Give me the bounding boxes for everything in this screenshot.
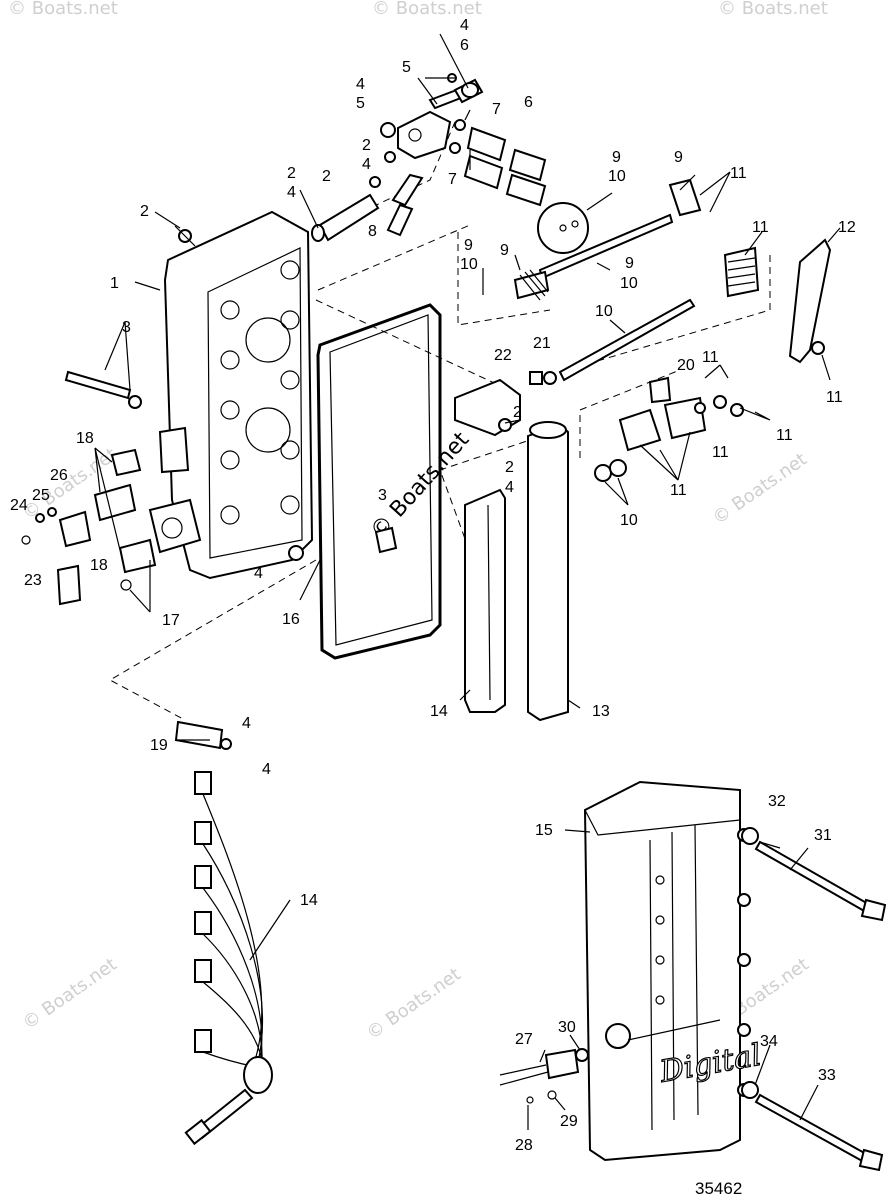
callout-label: 27 [515, 1031, 533, 1048]
callout-label: 11 [730, 165, 747, 182]
callout-label: 29 [560, 1113, 578, 1130]
callout-label: 3 [122, 319, 131, 336]
callout-label: 9 [500, 242, 509, 259]
watermark: © Boats.net [366, 427, 475, 544]
callout-label: 32 [768, 793, 786, 810]
callout-label: 2 [505, 459, 514, 476]
callout-label: 7 [492, 101, 501, 118]
callout-label: 9 [464, 237, 473, 254]
callout-label: 10 [595, 303, 613, 320]
callout-label: 15 [535, 822, 553, 839]
callout-label: 20 [677, 357, 695, 374]
callout-label: 10 [620, 512, 638, 529]
watermark: © Boats.net [363, 964, 465, 1044]
callout-label: 19 [150, 737, 168, 754]
fuel-injector [174, 720, 232, 750]
callout-label: 4 [460, 17, 469, 34]
callout-label: 22 [494, 347, 512, 364]
callout-label: 11 [712, 444, 729, 461]
callout-label: 9 [674, 149, 683, 166]
callout-label: 18 [76, 430, 94, 447]
callout-label: 14 [300, 892, 318, 909]
callout-label: 16 [282, 611, 300, 628]
throttle-shaft-assembly [513, 178, 832, 382]
callout-label: 21 [533, 335, 551, 352]
callout-label: 4 [262, 761, 271, 778]
cover: Digital [583, 780, 764, 1162]
washer [128, 395, 142, 409]
callout-label: 10 [620, 275, 638, 292]
callout-label: 23 [24, 572, 42, 589]
callout-label: 10 [460, 256, 478, 273]
callout-label: 11 [776, 427, 793, 444]
callout-label: 18 [90, 557, 108, 574]
callout-label: 2 [287, 165, 296, 182]
callout-label: 24 [10, 497, 28, 514]
callout-label: 2 [140, 203, 149, 220]
callout-label: 17 [162, 612, 180, 629]
o-ring [288, 545, 304, 561]
callout-label: 28 [515, 1137, 533, 1154]
callout-label: 4 [254, 565, 263, 582]
fuel-rail-body [148, 210, 314, 580]
callout-label: 11 [670, 482, 687, 499]
callout-label: 2 [362, 137, 371, 154]
callout-label: 33 [818, 1067, 836, 1084]
callout-label: 6 [524, 94, 533, 111]
callouts: 4 6 5 4 5 6 7 7 2 4 2 4 2 8 9 10 9 11 2 … [10, 17, 856, 1154]
sensor [499, 1048, 589, 1104]
callout-label: 31 [814, 827, 832, 844]
bolt [64, 370, 132, 400]
callout-label: 4 [356, 76, 365, 93]
solenoid-assembly [21, 448, 157, 606]
callout-label: 5 [402, 59, 411, 76]
gasket [316, 303, 442, 660]
callout-label: 9 [625, 255, 634, 272]
watermark: © Boats.net [718, 0, 828, 19]
cover-bolt [741, 827, 887, 922]
throttle-cam-parts [454, 371, 744, 482]
callout-label: 11 [826, 389, 843, 406]
callout-label: 7 [448, 171, 457, 188]
grommet [374, 526, 398, 554]
callout-label: 4 [242, 715, 251, 732]
watermark: © Boats.net [19, 954, 121, 1034]
watermark: © Boats.net [372, 0, 482, 19]
callout-label: 25 [32, 487, 50, 504]
callout-label: 11 [752, 219, 769, 236]
callout-label: 4 [505, 479, 514, 496]
wiring-harness [184, 771, 273, 1146]
callout-label: 8 [368, 223, 377, 240]
cover-bolt [741, 1081, 884, 1172]
callout-label: 6 [460, 37, 469, 54]
figure-number: 35462 [695, 1179, 742, 1198]
wiring-channel [464, 488, 506, 713]
callout-label: 9 [612, 149, 621, 166]
callout-label: 10 [608, 168, 626, 185]
pressure-regulator [369, 73, 484, 188]
callout-label: 4 [362, 156, 371, 173]
fitting [174, 193, 380, 247]
callout-label: 30 [558, 1019, 576, 1036]
hose [386, 203, 414, 237]
callout-label: 3 [378, 487, 387, 504]
callout-label: 1 [110, 275, 119, 292]
callout-label: 11 [702, 349, 719, 366]
fuel-cooler-tube [527, 421, 569, 722]
callout-label: 26 [50, 467, 68, 484]
callout-label: 4 [287, 184, 296, 201]
leader-lines [94, 33, 841, 1130]
hose [391, 173, 424, 207]
callout-label: 34 [760, 1033, 778, 1050]
callout-label: 12 [838, 219, 856, 236]
callout-label: 13 [592, 703, 610, 720]
hoses [463, 126, 547, 207]
callout-label: 5 [356, 95, 365, 112]
callout-label: 2 [322, 168, 331, 185]
callout-label: 14 [430, 703, 448, 720]
callout-label: 2 [513, 404, 522, 421]
watermark: © Boats.net [8, 0, 118, 19]
